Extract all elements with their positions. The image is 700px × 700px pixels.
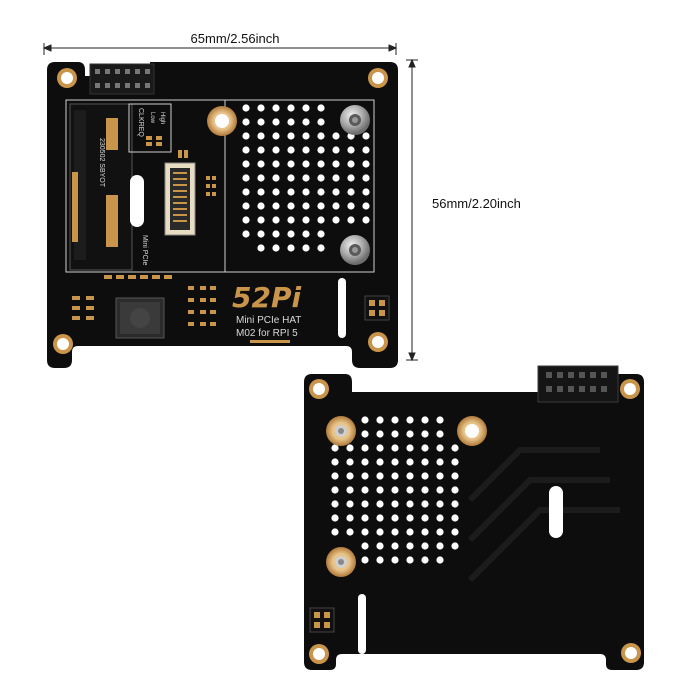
mounting-hole xyxy=(309,379,329,399)
socket-label: Mini PCIe xyxy=(141,235,148,265)
mounting-hole xyxy=(309,644,329,664)
back-board xyxy=(304,365,644,670)
gold-standoff-hole xyxy=(457,416,487,446)
small-header-back xyxy=(309,607,335,633)
mounting-hole xyxy=(621,643,641,663)
mini-pcie-socket: 230502 SBYOT Mini PCIe xyxy=(69,103,148,271)
smd-components xyxy=(72,150,290,343)
mounting-hole xyxy=(368,68,388,88)
height-dimension-label: 56mm/2.20inch xyxy=(432,196,521,211)
silkscreen-frame xyxy=(65,99,375,273)
clkreq-low-label: Low xyxy=(149,112,155,124)
brand-logo: 52Pi xyxy=(232,281,301,314)
mounting-hole xyxy=(53,334,73,354)
mounting-hole xyxy=(57,68,77,88)
width-dimension-line xyxy=(42,43,398,55)
board-slot-back-lower xyxy=(358,594,366,654)
height-dimension-line xyxy=(406,58,418,362)
small-header xyxy=(364,295,390,321)
mounting-hole xyxy=(368,332,388,352)
ffc-connector xyxy=(164,162,196,236)
inductor xyxy=(115,297,165,339)
gold-standoff-hole xyxy=(207,106,237,136)
date-code: 230502 SBYOT xyxy=(98,138,105,188)
steel-standoff xyxy=(340,105,370,135)
board-slot-back xyxy=(549,486,563,538)
clkreq-label: CLKREQ xyxy=(137,108,144,137)
gold-standoff-hole xyxy=(326,416,356,446)
gpio-header-back xyxy=(537,365,619,403)
mounting-hole xyxy=(620,379,640,399)
prototyping-grid xyxy=(242,104,370,252)
gpio-header xyxy=(89,63,155,95)
clkreq-jumper: CLKREQ Low High xyxy=(128,103,172,153)
front-board-outline xyxy=(47,62,398,368)
product-name-line2: M02 for RPI 5 xyxy=(236,328,298,339)
steel-standoff xyxy=(340,235,370,265)
board-slot xyxy=(338,278,346,338)
front-board: 230502 SBYOT Mini PCIe CLKREQ Low High xyxy=(47,62,398,368)
clkreq-high-label: High xyxy=(159,112,165,124)
pcb-traces xyxy=(467,447,620,583)
product-name-line1: Mini PCIe HAT xyxy=(236,315,301,326)
prototyping-grid-back xyxy=(331,416,459,564)
gold-standoff-hole xyxy=(326,547,356,577)
width-dimension-label: 65mm/2.56inch xyxy=(190,31,280,46)
